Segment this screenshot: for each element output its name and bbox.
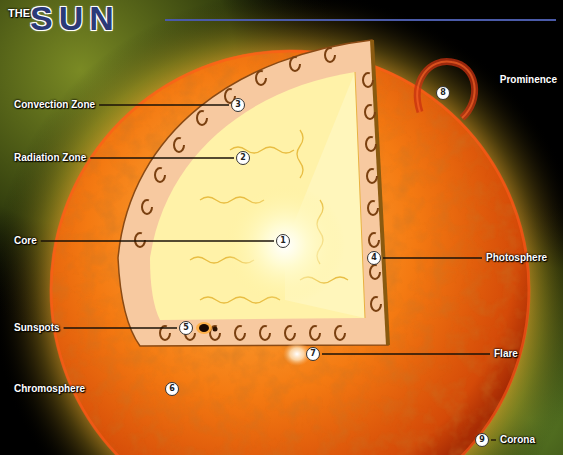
leader-line (322, 353, 490, 354)
convection-cell (367, 169, 377, 183)
leader-line (491, 439, 496, 440)
part-label: Sunspots (14, 322, 60, 334)
part-label: Convection Zone (14, 99, 95, 111)
callout-number: 5 (183, 324, 189, 332)
title-prefix: THE (8, 7, 30, 20)
convection-cell (310, 326, 320, 340)
callout-number: 3 (235, 101, 241, 109)
part-label: Radiation Zone (14, 152, 86, 164)
part-label: Corona (500, 434, 535, 446)
part-label: Chromosphere (14, 383, 85, 395)
convection-cell (260, 326, 270, 340)
callout-circle: 2 (236, 151, 250, 165)
callout-number: 8 (440, 89, 446, 97)
convection-cell (155, 168, 165, 182)
convection-cell (365, 105, 375, 119)
leader-line (383, 257, 482, 258)
convection-cell (363, 73, 373, 87)
convection-cell (197, 111, 207, 125)
leader-line (64, 327, 177, 328)
callout-circle: 9 (475, 433, 489, 447)
callout-circle: 3 (231, 98, 245, 112)
convection-cell (366, 137, 376, 151)
title-text: SUN (30, 0, 120, 37)
callout-number: 7 (310, 350, 316, 358)
callout-circle: 8 (436, 86, 450, 100)
callout-circle: 7 (306, 347, 320, 361)
part-label: Flare (494, 348, 518, 360)
callout-circle: 1 (276, 234, 290, 248)
convection-cell (335, 326, 345, 340)
part-label: Core (14, 235, 37, 247)
convection-cell (235, 326, 245, 340)
leader-line (41, 240, 274, 241)
convection-cell (290, 57, 300, 71)
callout-circle: 5 (179, 321, 193, 335)
convection-cell (369, 233, 379, 247)
part-label: Prominence (500, 74, 557, 86)
leader-line (99, 104, 229, 105)
convection-cell (285, 326, 295, 340)
callout-circle: 4 (367, 251, 381, 265)
callout-number: 2 (240, 154, 246, 162)
callout-number: 9 (479, 436, 485, 444)
callout-number: 1 (280, 237, 286, 245)
convection-cell (370, 265, 380, 279)
convection-cell (256, 71, 266, 85)
callout-number: 6 (169, 385, 175, 393)
title-rule (165, 19, 556, 21)
convection-cell (371, 297, 381, 311)
callout-circle: 6 (165, 382, 179, 396)
convection-cell (142, 200, 152, 214)
convection-cell (174, 138, 184, 152)
leader-line (90, 157, 234, 158)
convection-cell (325, 48, 335, 62)
part-label: Photosphere (486, 252, 547, 264)
convection-cell (368, 201, 378, 215)
convection-cell (135, 233, 145, 247)
callout-number: 4 (371, 254, 377, 262)
